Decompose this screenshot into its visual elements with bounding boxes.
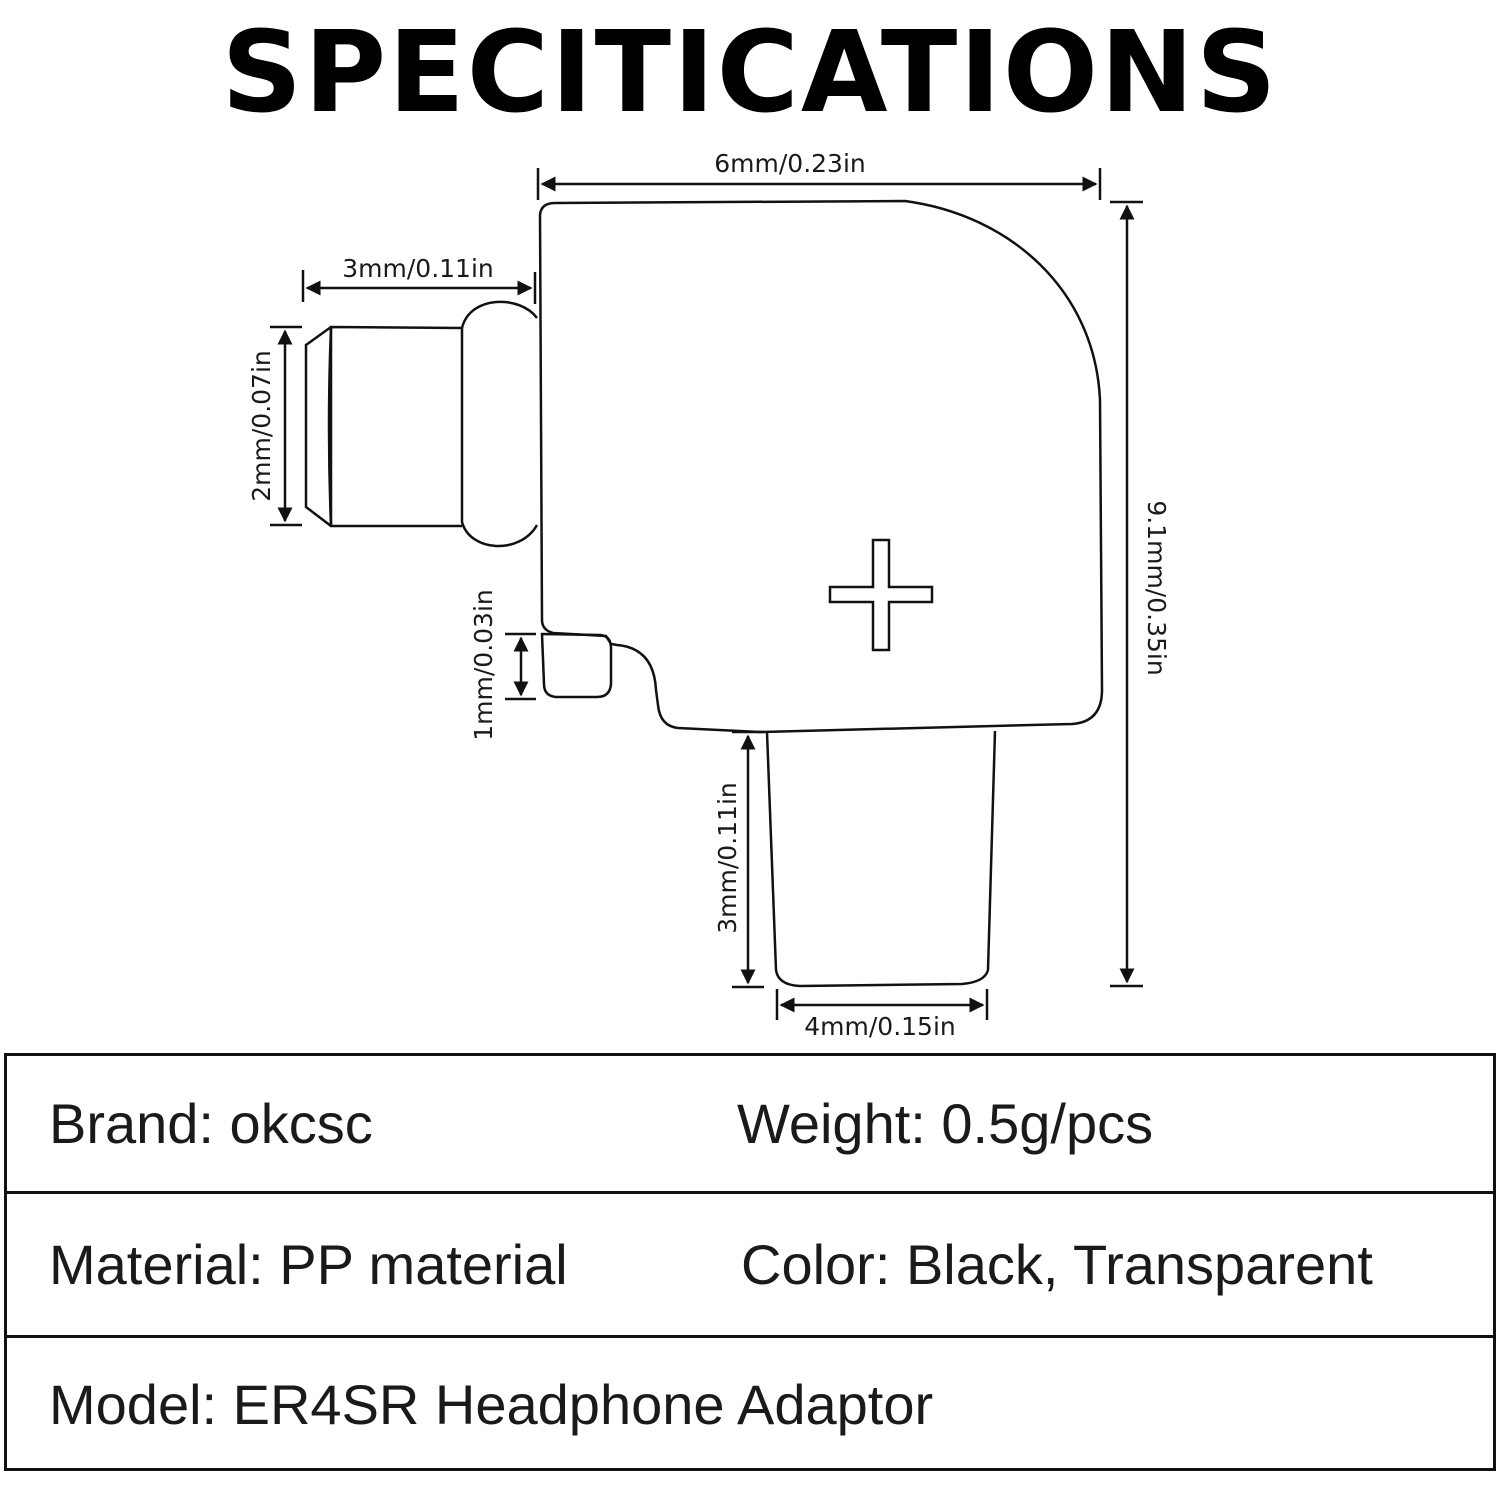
dimension-pin-length (301, 270, 537, 304)
total-height-label: 9.1mm/0.35in (1142, 500, 1171, 675)
spec-row: Material: PP material Color: Black, Tran… (7, 1194, 1493, 1338)
socket-connector (765, 730, 997, 988)
tab-height-label: 1mm/0.03in (469, 589, 498, 741)
pin-length-label: 3mm/0.11in (342, 254, 494, 283)
dimension-pin-diameter (270, 325, 302, 527)
spec-color: Color: Black, Transparent (741, 1233, 1373, 1296)
spec-material: Material: PP material (49, 1233, 568, 1296)
adaptor-body-outline (538, 199, 1104, 734)
plus-icon (828, 538, 934, 652)
pin-diameter-label: 2mm/0.07in (247, 350, 276, 502)
dimension-socket-length (732, 730, 764, 989)
spec-model: Model: ER4SR Headphone Adaptor (49, 1373, 934, 1436)
dimension-socket-width (775, 989, 989, 1020)
page-title: SPECITICATIONS (221, 8, 1279, 138)
dimension-total-height (1110, 200, 1143, 988)
socket-length-label: 3mm/0.11in (713, 782, 742, 934)
tab-connector (540, 632, 613, 699)
adaptor-dimension-diagram: 6mm/0.23in 3mm/0.11in 2mm/0.07in 1mm/0.0… (247, 149, 1171, 1041)
dimension-tab-height (505, 632, 536, 701)
socket-width-label: 4mm/0.15in (804, 1012, 956, 1041)
spec-table: Brand: okcsc Weight: 0.5g/pcs Material: … (4, 1053, 1496, 1471)
spec-brand: Brand: okcsc (49, 1092, 373, 1155)
dimension-total-width (536, 168, 1102, 200)
pin-connector (304, 300, 539, 548)
spec-row: Brand: okcsc Weight: 0.5g/pcs (7, 1056, 1493, 1194)
total-width-label: 6mm/0.23in (714, 149, 866, 178)
spec-row: Model: ER4SR Headphone Adaptor (7, 1338, 1493, 1471)
spec-weight: Weight: 0.5g/pcs (737, 1092, 1154, 1155)
